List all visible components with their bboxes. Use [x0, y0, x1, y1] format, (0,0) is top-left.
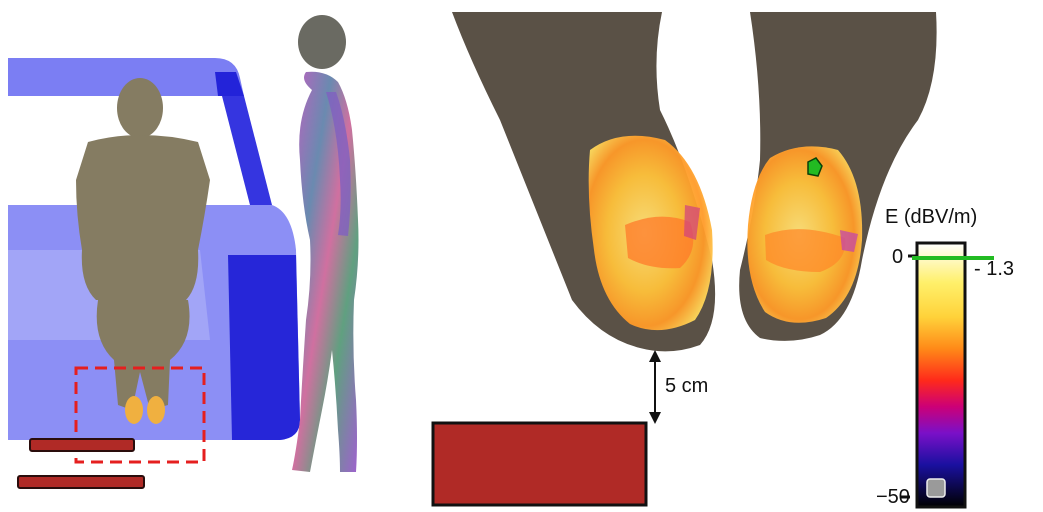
colorbar-marker-label: - 1.3	[974, 258, 1014, 281]
seated-figure-left-foot	[125, 396, 143, 424]
large-plate	[433, 423, 646, 505]
standing-figure-body	[292, 72, 359, 472]
feet-closeup	[452, 12, 937, 351]
car-body-dark	[228, 255, 300, 440]
seated-figure-torso	[76, 135, 210, 300]
car-pillar	[222, 96, 272, 205]
car-roof-dark	[215, 72, 244, 96]
colorbar-max-label: 0	[892, 246, 903, 269]
colorbar	[900, 243, 994, 507]
distance-arrow	[649, 350, 661, 424]
standing-figure	[292, 15, 359, 472]
left-foot-hotspot	[625, 217, 693, 269]
seated-figure-right-foot	[147, 396, 165, 424]
distance-label: 5 cm	[665, 375, 708, 398]
small-plate-lower	[18, 476, 144, 488]
colorbar-gradient	[917, 243, 965, 507]
seated-figure-head	[117, 78, 163, 138]
colorbar-badge	[927, 479, 945, 497]
colorbar-title: E (dBV/m)	[885, 206, 977, 229]
small-plate-upper	[30, 439, 134, 451]
colorbar-min-label: −50	[876, 486, 910, 509]
standing-figure-head	[298, 15, 346, 69]
